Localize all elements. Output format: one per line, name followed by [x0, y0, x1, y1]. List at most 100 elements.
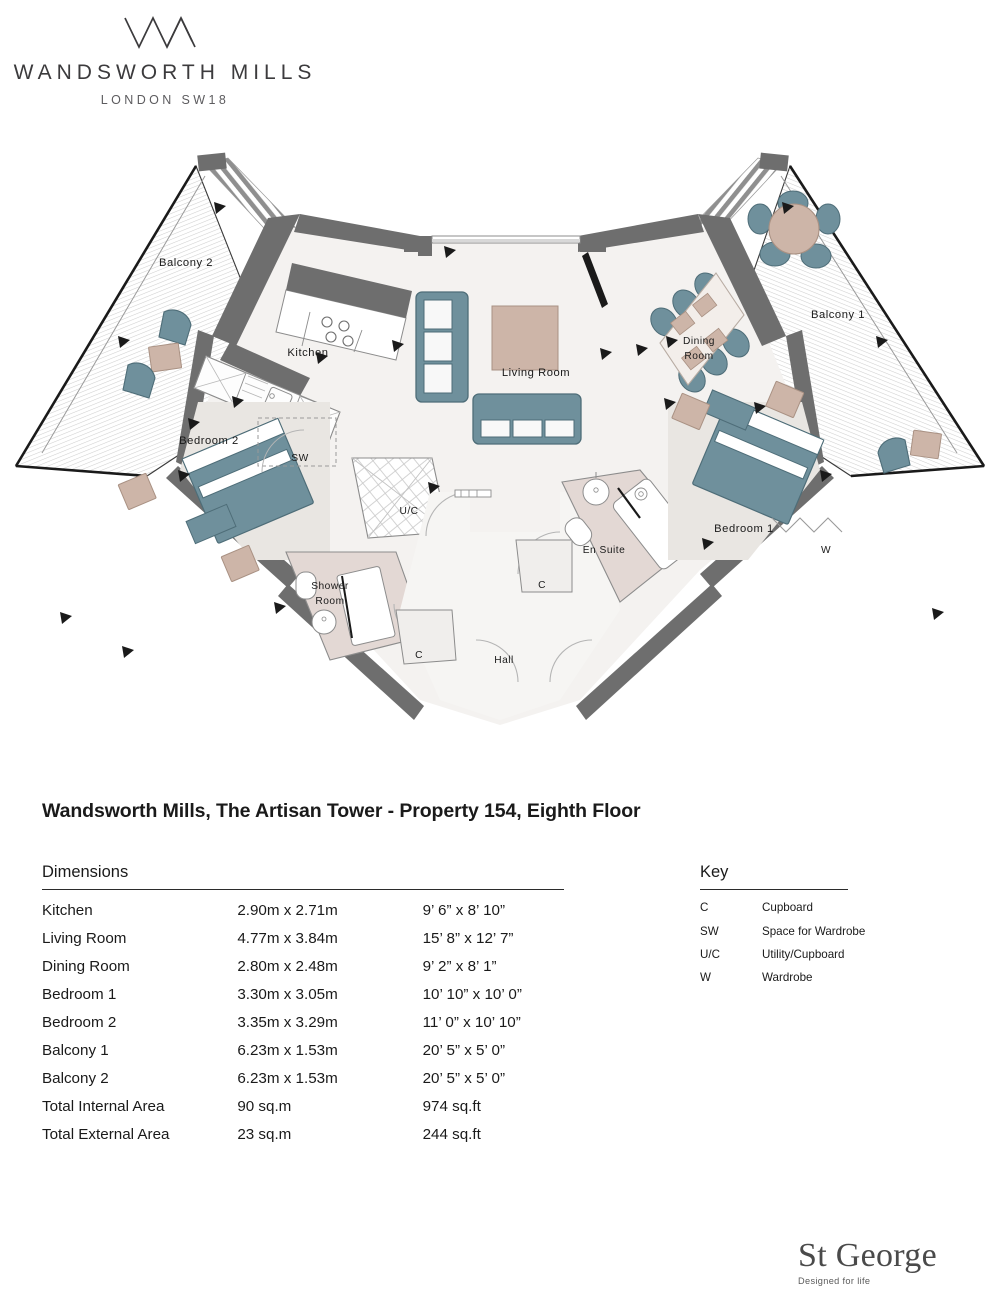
- key-abbr: W: [700, 971, 711, 985]
- dimensions-table: Kitchen 2.90m x 2.71m 9’ 6” x 8’ 10” Liv…: [42, 896, 572, 1148]
- dim-metric: 6.23m x 1.53m: [237, 1041, 338, 1059]
- dim-room: Living Room: [42, 929, 127, 947]
- table-row: Balcony 1 6.23m x 1.53m 20’ 5” x 5’ 0”: [42, 1036, 572, 1064]
- room-label-living-room: Living Room: [502, 367, 570, 379]
- dim-imperial: 11’ 0” x 10’ 10”: [422, 1013, 521, 1031]
- space-for-wardrobe-zone: [257, 417, 337, 467]
- abbrev-label-c-right: C: [538, 580, 546, 591]
- cupboard-left: [395, 609, 457, 665]
- dim-room: Bedroom 2: [42, 1013, 117, 1031]
- dim-metric: 3.35m x 3.29m: [237, 1013, 338, 1031]
- dim-room: Balcony 1: [42, 1041, 109, 1059]
- room-label-hall: Hall: [494, 655, 514, 666]
- dim-metric: 3.30m x 3.05m: [237, 985, 338, 1003]
- key-abbr: C: [700, 901, 709, 915]
- floorplan-drawing: Balcony 2 Balco: [0, 140, 1000, 740]
- dim-metric: 90 sq.m: [237, 1097, 292, 1115]
- kitchen-counter: [275, 263, 412, 361]
- living-sofa-bottom: [472, 393, 582, 445]
- key-section: Key C Cupboard SW Space for Wardrobe: [700, 863, 950, 990]
- key-table: C Cupboard SW Space for Wardrobe U/C Uti…: [700, 896, 950, 990]
- key-divider: [700, 889, 848, 890]
- dim-imperial: 974 sq.ft: [422, 1097, 481, 1115]
- table-row: Dining Room 2.80m x 2.48m 9’ 2” x 8’ 1”: [42, 952, 572, 980]
- living-sofa-left: [415, 291, 469, 403]
- balcony-1-furniture: [747, 190, 942, 474]
- dim-imperial: 9’ 2” x 8’ 1”: [422, 957, 497, 975]
- abbrev-label-c-left: C: [415, 650, 423, 661]
- key-abbr: U/C: [700, 947, 720, 961]
- bedroom-1-bed: [692, 389, 825, 525]
- abbrev-label-w: W: [821, 545, 831, 556]
- dimensions-heading: Dimensions: [42, 863, 129, 881]
- table-row: Bedroom 1 3.30m x 3.05m 10’ 10” x 10’ 0”: [42, 980, 572, 1008]
- key-meaning: Wardrobe: [762, 971, 813, 985]
- dim-imperial: 20’ 5” x 5’ 0”: [422, 1069, 506, 1087]
- room-label-bedroom-1: Bedroom 1: [714, 523, 774, 535]
- bedroom-1-bedside-a: [671, 392, 711, 430]
- dim-metric: 2.90m x 2.71m: [237, 901, 338, 919]
- room-label-dining-line1: Dining: [683, 336, 715, 347]
- view-direction-markers: [60, 202, 944, 658]
- key-meaning: Space for Wardrobe: [762, 924, 866, 938]
- dimensions-divider: [42, 889, 564, 890]
- table-row: Total Internal Area 90 sq.m 974 sq.ft: [42, 1092, 572, 1120]
- developer-name: St George: [798, 1237, 937, 1274]
- dim-imperial: 9’ 6” x 8’ 10”: [422, 901, 506, 919]
- hall-area: C C Hall: [393, 489, 620, 720]
- dim-metric: 4.77m x 3.84m: [237, 929, 338, 947]
- page-title: Wandsworth Mills, The Artisan Tower - Pr…: [42, 800, 641, 822]
- shower-room-area: Shower Room: [285, 551, 427, 661]
- dim-room: Bedroom 1: [42, 985, 117, 1003]
- dim-room: Total Internal Area: [42, 1097, 165, 1115]
- bedroom-2-bedside-a: [117, 472, 157, 510]
- dim-metric: 23 sq.m: [237, 1125, 292, 1143]
- table-row: Balcony 2 6.23m x 1.53m 20’ 5” x 5’ 0”: [42, 1064, 572, 1092]
- living-rug: [491, 305, 559, 371]
- key-meaning: Cupboard: [762, 901, 813, 915]
- room-label-shower-line1: Shower: [311, 581, 349, 592]
- bedroom-2-area: Bedroom 2 SW: [117, 402, 337, 582]
- info-block: Wandsworth Mills, The Artisan Tower - Pr…: [0, 800, 1000, 1143]
- dim-metric: 2.80m x 2.48m: [237, 957, 338, 975]
- abbrev-label-uc: U/C: [399, 506, 418, 517]
- wardrobe-symbol: [771, 517, 843, 533]
- dim-imperial: 20’ 5” x 5’ 0”: [422, 1041, 506, 1059]
- dim-imperial: 244 sq.ft: [422, 1125, 481, 1143]
- room-label-bedroom-2: Bedroom 2: [179, 435, 239, 447]
- brand-header: WANDSWORTH MILLS LONDON SW18: [0, 14, 330, 107]
- developer-tagline: Designed for life: [798, 1276, 871, 1286]
- dim-room: Total External Area: [42, 1125, 170, 1143]
- abbrev-label-sw: SW: [291, 453, 308, 464]
- room-label-en-suite: En Suite: [583, 545, 626, 556]
- key-abbr: SW: [700, 924, 719, 938]
- dimensions-section: Dimensions Kitchen 2.90m x 2.71m 9’ 6” x…: [42, 863, 572, 1148]
- developer-logo: St George Designed for life: [798, 1237, 978, 1287]
- room-label-balcony-1: Balcony 1: [811, 309, 865, 321]
- bedroom-2-bed: [181, 417, 314, 545]
- dining-placemats: [670, 292, 729, 371]
- table-row: U/C Utility/Cupboard: [700, 943, 950, 966]
- bedroom-1-bedside-b: [765, 380, 805, 418]
- dim-metric: 6.23m x 1.53m: [237, 1069, 338, 1087]
- key-heading: Key: [700, 863, 729, 881]
- room-label-shower-line2: Room: [315, 596, 344, 607]
- brand-subtitle: LONDON SW18: [100, 93, 230, 107]
- key-meaning: Utility/Cupboard: [762, 947, 845, 961]
- bedroom-1-area: Bedroom 1 W: [668, 380, 843, 560]
- room-label-balcony-2: Balcony 2: [159, 257, 213, 269]
- wm-monogram-icon: [124, 16, 196, 49]
- dim-room: Balcony 2: [42, 1069, 109, 1087]
- table-row: Total External Area 23 sq.m 244 sq.ft: [42, 1120, 572, 1148]
- table-row: Bedroom 2 3.35m x 3.29m 11’ 0” x 10’ 10”: [42, 1008, 572, 1036]
- table-row: SW Space for Wardrobe: [700, 919, 950, 942]
- dining-table: [659, 272, 745, 386]
- dim-room: Kitchen: [42, 901, 93, 919]
- table-row: C Cupboard: [700, 896, 950, 919]
- table-row: Living Room 4.77m x 3.84m 15’ 8” x 12’ 7…: [42, 924, 572, 952]
- cupboard-right: [515, 539, 573, 593]
- brand-name: WANDSWORTH MILLS: [13, 61, 317, 84]
- table-row: Kitchen 2.90m x 2.71m 9’ 6” x 8’ 10”: [42, 896, 572, 924]
- dim-imperial: 10’ 10” x 10’ 0”: [422, 985, 522, 1003]
